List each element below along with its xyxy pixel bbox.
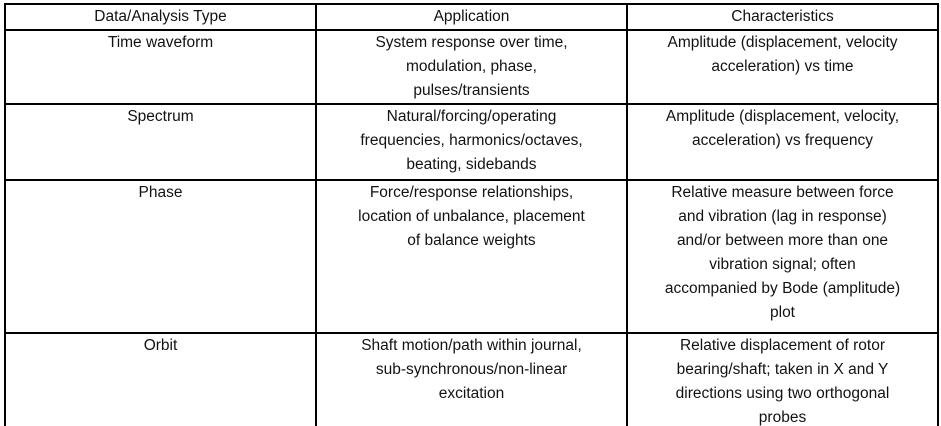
cell-application-orbit: Shaft motion/path within journal, sub-sy… <box>315 332 628 426</box>
header-characteristics: Characteristics <box>626 3 939 31</box>
table-row-spectrum: Spectrum Natural/forcing/operating frequ… <box>4 103 939 181</box>
header-application: Application <box>315 3 628 31</box>
cell-type-phase: Phase <box>4 179 317 334</box>
cell-type-orbit: Orbit <box>4 332 317 426</box>
table-header-row: Data/Analysis Type Application Character… <box>4 3 939 31</box>
table-row-time-waveform: Time waveform System response over time,… <box>4 29 939 105</box>
cell-characteristics-time-waveform: Amplitude (displacement, velocity accele… <box>626 29 939 105</box>
cell-characteristics-phase: Relative measure between force and vibra… <box>626 179 939 334</box>
cell-type-spectrum: Spectrum <box>4 103 317 181</box>
table-row-phase: Phase Force/response relationships, loca… <box>4 179 939 334</box>
cell-characteristics-orbit: Relative displacement of rotor bearing/s… <box>626 332 939 426</box>
header-data-analysis-type: Data/Analysis Type <box>4 3 317 31</box>
table-row-orbit: Orbit Shaft motion/path within journal, … <box>4 332 939 426</box>
vibration-analysis-table: Data/Analysis Type Application Character… <box>4 3 939 426</box>
cell-characteristics-spectrum: Amplitude (displacement, velocity, accel… <box>626 103 939 181</box>
cell-application-phase: Force/response relationships, location o… <box>315 179 628 334</box>
cell-application-spectrum: Natural/forcing/operating frequencies, h… <box>315 103 628 181</box>
cell-type-time-waveform: Time waveform <box>4 29 317 105</box>
cell-application-time-waveform: System response over time, modulation, p… <box>315 29 628 105</box>
